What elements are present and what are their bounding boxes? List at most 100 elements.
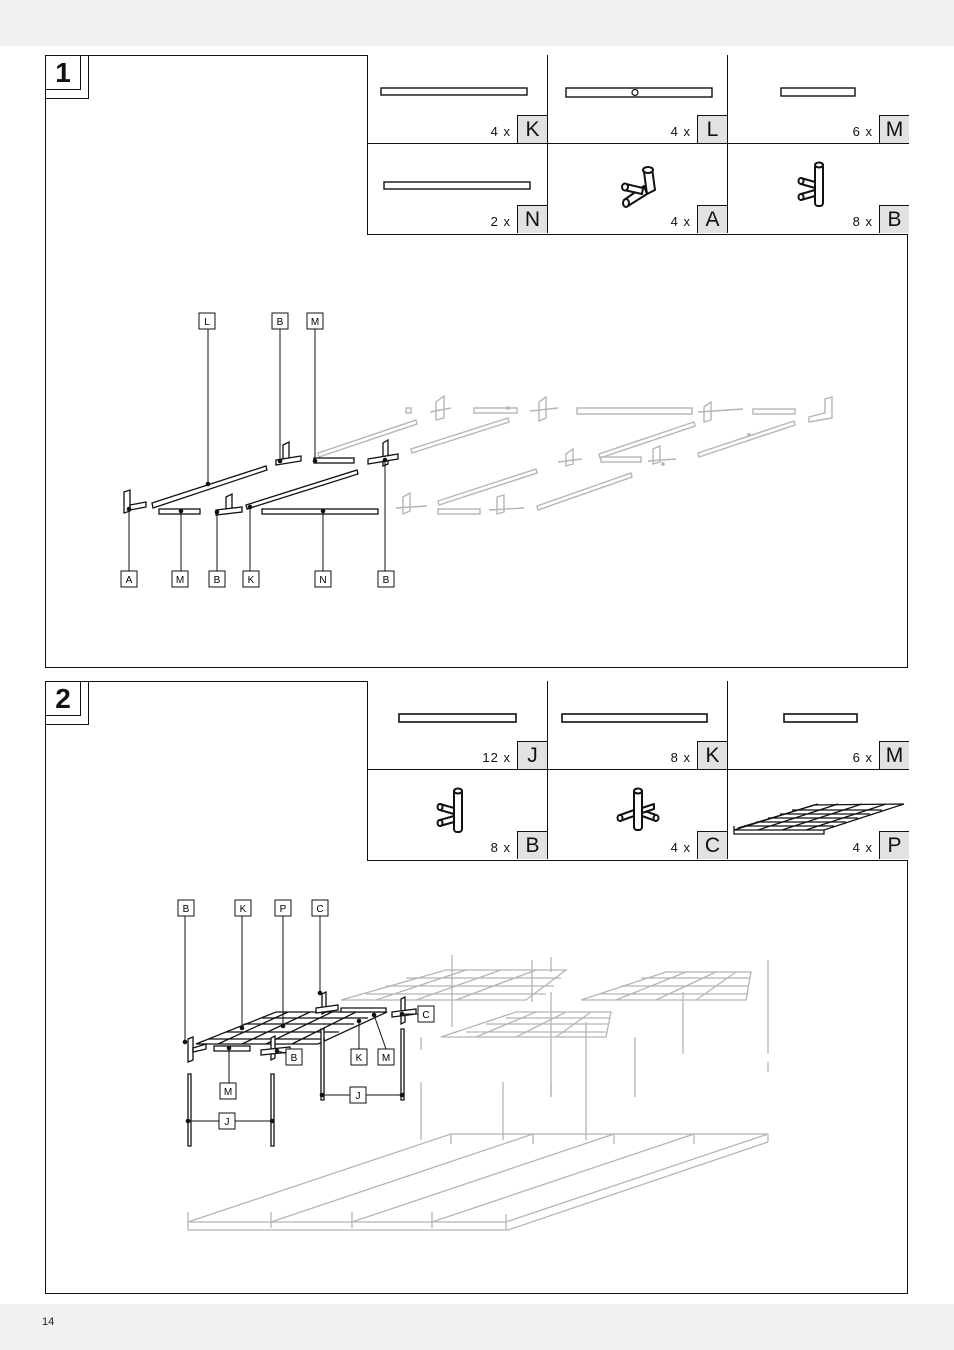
part-letter: N [517,205,547,233]
corner-connector-icon [621,166,656,208]
callout-label-B: B [285,1048,303,1066]
bar-extra-long-icon [383,181,531,190]
callout-label-A: A [120,570,138,588]
callout-label-B: B [208,570,226,588]
part-quantity: 12 x [482,750,511,765]
faded-shelves-and-posts [340,955,769,1140]
bar-long-icon [398,713,517,723]
part-cell-J: 12 x J [368,681,548,770]
callout-leaders [126,329,388,571]
svg-text:B: B [183,904,190,915]
svg-text:B: B [214,575,221,586]
callout-label-P: P [274,899,292,917]
part-cell-M: 6 x M [728,681,909,770]
part-quantity: 4 x [670,214,691,229]
callout-label-B: B [177,899,195,917]
part-letter: A [697,205,727,233]
part-cell-N: 2 x N [368,144,548,233]
part-quantity: 4 x [670,840,691,855]
faded-frame-parts [317,394,833,516]
svg-text:M: M [311,317,319,328]
callout-label-M: M [377,1048,395,1066]
footer-band [0,1304,954,1350]
callout-label-L: L [198,312,216,330]
svg-text:B: B [383,575,390,586]
svg-text:K: K [356,1053,363,1064]
callout-label-N: N [314,570,332,588]
part-cell-B: 8 x B [368,770,548,859]
part-cell-C: 4 x C [548,770,728,859]
bar-short-icon [783,713,858,723]
step-1-panel: 1 4 x K 4 x L 6 x M 2 x N [45,55,909,668]
svg-text:C: C [422,1010,429,1021]
part-cell-P: 4 x P [728,770,909,859]
step-1-assembly-diagram: L B M A M B K N B [120,312,833,588]
callout-label-K: K [234,899,252,917]
part-letter: M [879,741,909,769]
part-letter: L [697,115,727,143]
part-letter: P [879,831,909,859]
step-2-assembly-diagram: B K P C C B K M M J J [177,899,769,1231]
part-quantity: 8 x [670,750,691,765]
bar-with-hole-icon [565,87,713,98]
page-number: 14 [42,1316,55,1328]
callout-label-K: K [242,570,260,588]
header-band [0,0,954,46]
part-quantity: 4 x [670,124,691,139]
callout-label-J: J [349,1086,367,1104]
part-cell-M: 6 x M [728,55,909,144]
svg-text:B: B [277,317,284,328]
part-letter: K [697,741,727,769]
svg-text:J: J [225,1117,230,1128]
svg-text:M: M [176,575,184,586]
svg-text:C: C [316,904,323,915]
callout-label-J: J [218,1112,236,1130]
bar-long-icon [561,713,708,723]
t-connector-icon [797,161,824,207]
step-1-number-box: 1 [45,55,89,99]
active-frame-parts [123,438,399,516]
step-2-number: 2 [45,681,81,716]
callout-label-C: C [311,899,329,917]
part-quantity: 6 x [852,124,873,139]
svg-text:J: J [356,1091,361,1102]
svg-text:K: K [240,904,247,915]
part-letter: J [517,741,547,769]
part-letter: K [517,115,547,143]
callout-label-M: M [171,570,189,588]
callout-label-M: M [219,1082,237,1100]
svg-text:M: M [224,1087,232,1098]
callout-label-B: B [271,312,289,330]
part-cell-L: 4 x L [548,55,728,144]
part-quantity: 6 x [852,750,873,765]
svg-text:M: M [382,1053,390,1064]
step-1-number: 1 [45,55,81,90]
part-cell-K: 4 x K [368,55,548,144]
part-quantity: 2 x [490,214,511,229]
callout-label-K: K [350,1048,368,1066]
part-quantity: 4 x [852,840,873,855]
step-1-parts-table: 4 x K 4 x L 6 x M 2 x N [367,55,909,235]
faded-base-frame [187,1133,769,1231]
step-2-number-box: 2 [45,681,89,725]
part-cell-B: 8 x B [728,144,909,233]
part-quantity: 8 x [490,840,511,855]
wire-shelf-icon [733,803,905,835]
part-letter: B [879,205,909,233]
cross-connector-icon [616,787,660,831]
part-quantity: 8 x [852,214,873,229]
part-cell-K: 8 x K [548,681,728,770]
svg-text:N: N [319,575,326,586]
callout-label-C: C [417,1005,435,1023]
callout-label-M: M [306,312,324,330]
step-2-panel: 2 12 x J 8 x K 6 x M [45,681,909,1294]
active-shelf-assembly [187,990,417,1147]
bar-short-icon [780,87,856,97]
svg-text:P: P [280,904,287,915]
svg-text:B: B [291,1053,298,1064]
step-2-parts-table: 12 x J 8 x K 6 x M 8 x [367,681,909,861]
part-cell-A: 4 x A [548,144,728,233]
part-letter: M [879,115,909,143]
t-connector-icon [436,787,463,833]
part-quantity: 4 x [490,124,511,139]
